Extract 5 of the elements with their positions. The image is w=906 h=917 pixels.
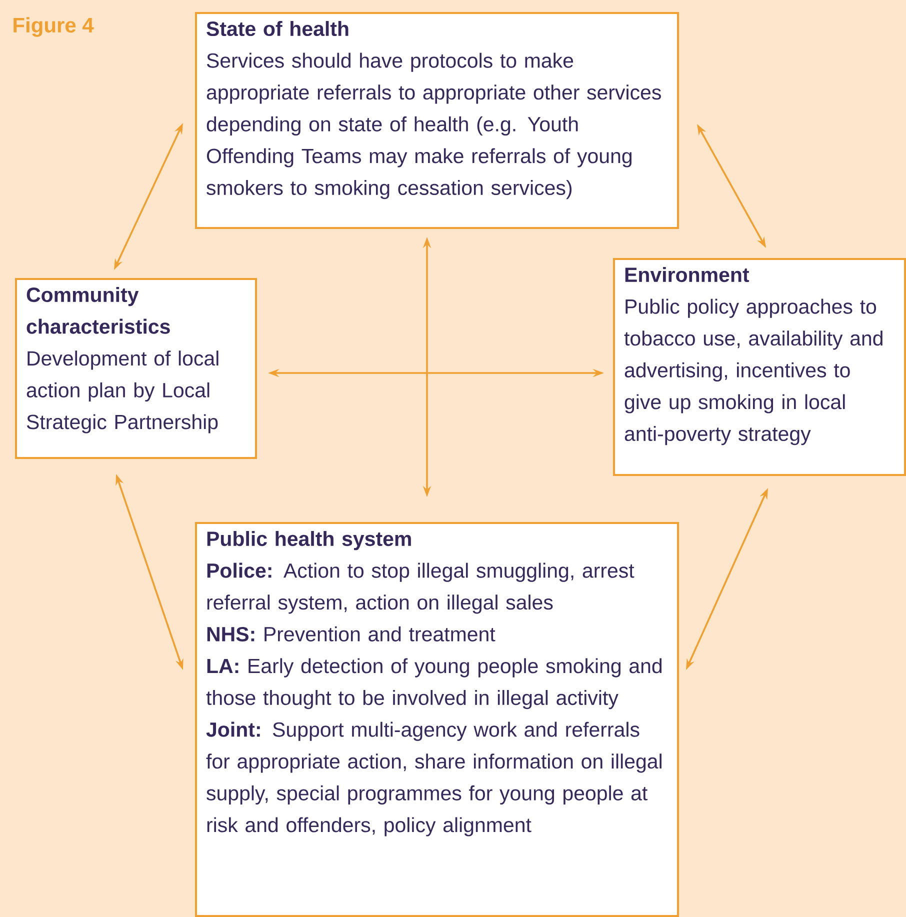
text-box: Community characteristics Development of local action plan by Local Strategic Partnership [15,278,257,459]
text-box: State of health Services should have protocols to make appropriate referrals to appropriate other services depending on state of health (e.g. Youth Offending Teams may make referrals of young smokers to smoking cessation services) [195,12,679,229]
figure-title: Figure 4 [14,17,94,37]
text-box: Public health system Police: Action to stop illegal smuggling, arrest referral system, action on illegal sales NHS: Prevention and treatment LA: Early detection of young people smoking and those thought to be involved in illegal activity Joint: Support multi-agency work and referrals for appropriate action, share information on illegal supply, special programmes for young people at risk and offenders, policy alignment [195,522,679,917]
text-box: Environment Public policy approaches to tobacco use, availability and advertising, incentives to give up smoking in local anti-poverty strategy [613,258,906,476]
